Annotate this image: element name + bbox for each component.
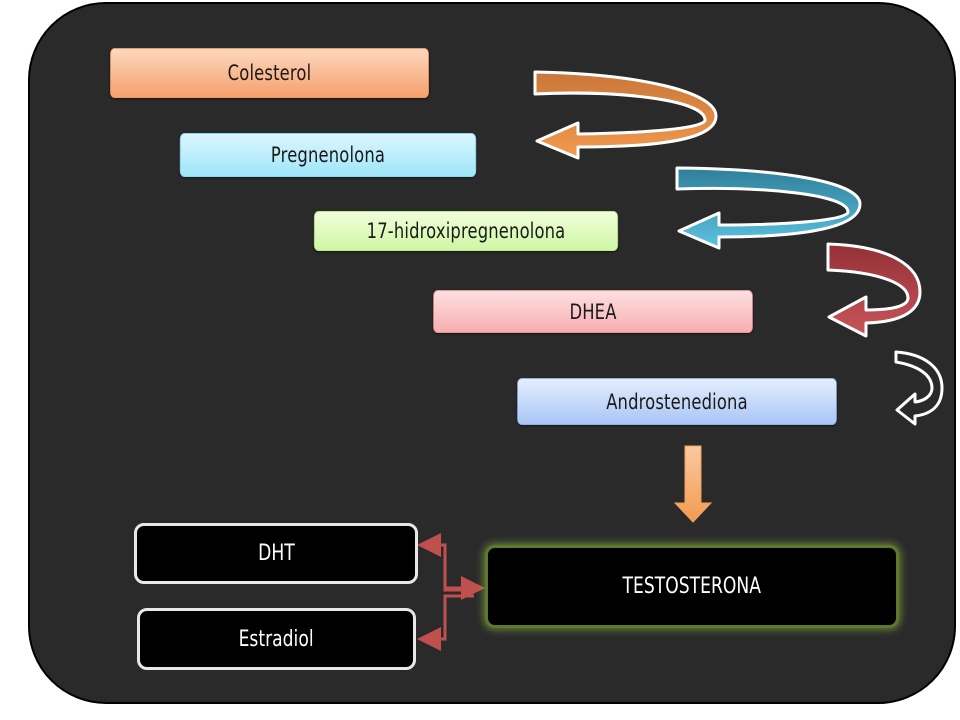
product-testosterone: TESTOSTERONA	[485, 545, 899, 628]
link-to-estradiol	[417, 594, 474, 651]
curved-arrow-orange	[533, 70, 718, 160]
step-colesterol: Colesterol	[109, 48, 430, 98]
curved-arrow-red	[826, 242, 922, 338]
step-17-hidroxipregnenolona: 17-hidroxipregnenolona	[313, 211, 619, 251]
curved-arrow-teal	[675, 166, 862, 250]
step-pregnenolona: Pregnenolona	[179, 133, 477, 177]
step-dhea: DHEA	[433, 290, 753, 333]
product-dht: DHT	[134, 523, 418, 584]
product-estradiol: Estradiol	[137, 608, 416, 670]
down-arrow	[673, 445, 713, 523]
curved-arrow-white	[894, 350, 944, 426]
branch-connector	[417, 533, 485, 651]
step-androstenediona: Androstenediona	[517, 378, 837, 425]
link-to-dht	[417, 533, 474, 592]
